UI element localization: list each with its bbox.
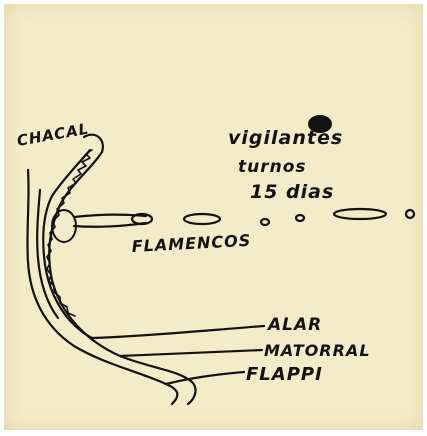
flamingo-island-3 (261, 219, 269, 225)
label-turnos: turnos (238, 157, 307, 177)
label-chacal: CHACAL (16, 120, 91, 150)
shore-outer-line (49, 135, 195, 404)
label-15-dias: 15 dias (250, 181, 334, 203)
flamingo-island-4 (296, 215, 304, 221)
flamingo-island-6 (406, 210, 414, 218)
flamingo-island-2 (184, 214, 220, 224)
label-matorral: MATORRAL (264, 341, 371, 360)
label-flamencos: FLAMENCOS (131, 231, 251, 256)
observation-point (52, 210, 76, 242)
leader-alar (92, 326, 264, 338)
label-alar: ALAR (266, 315, 322, 335)
label-vigilantes: vigilantes (228, 127, 343, 149)
flamingo-island-5 (334, 209, 386, 219)
label-flappi: FLAPPI (246, 364, 323, 385)
leader-matorral (120, 350, 262, 356)
